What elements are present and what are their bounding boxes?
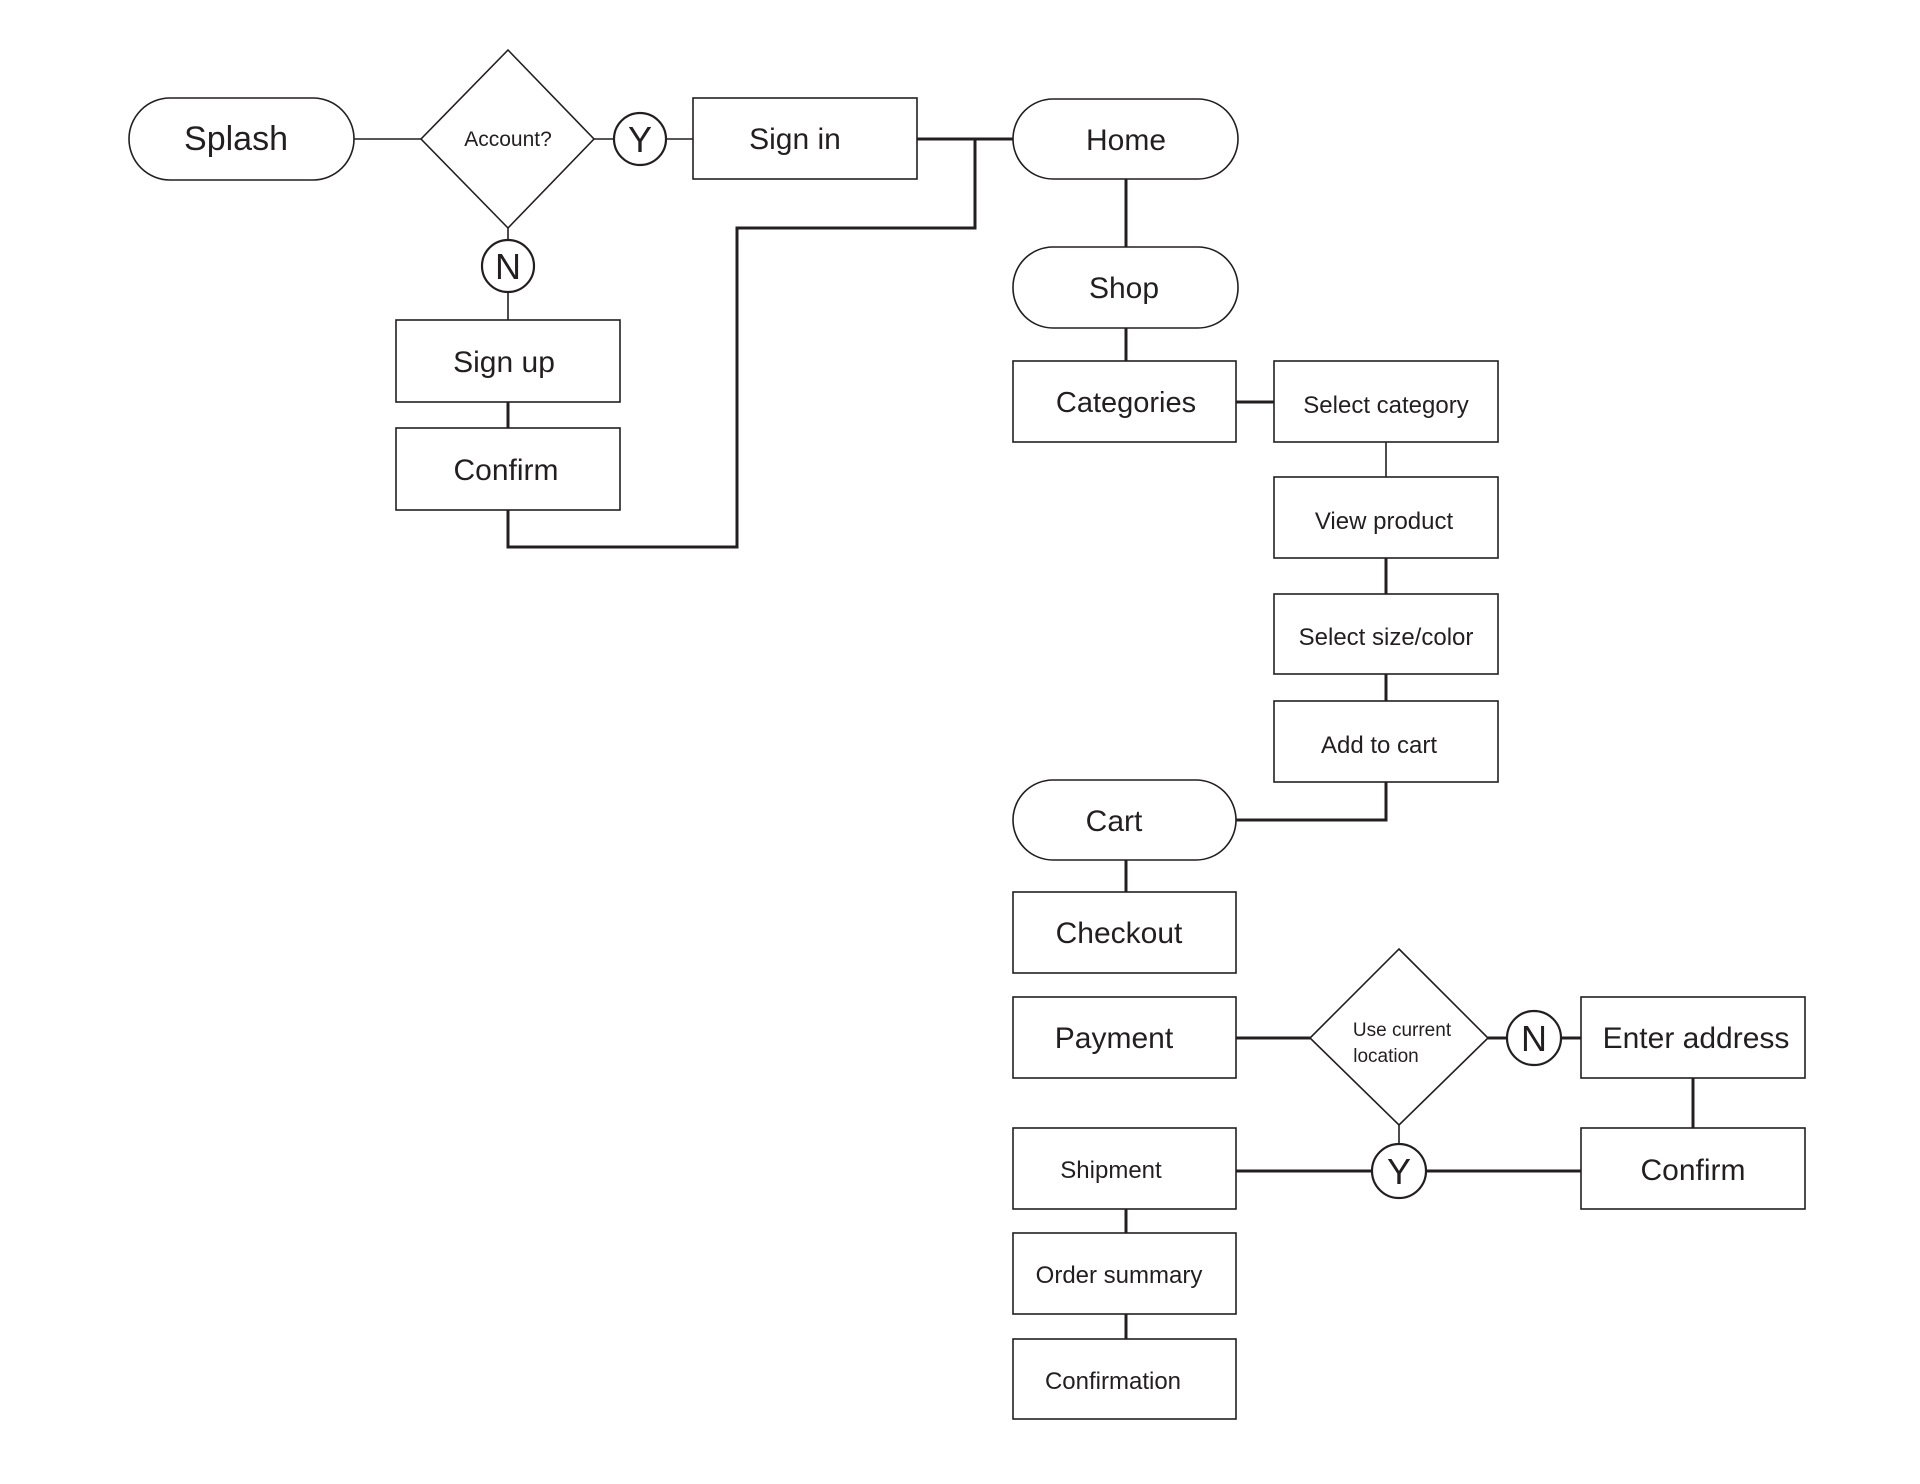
use-location-label-line1: Use current <box>1353 1020 1452 1041</box>
sign-in-label: Sign in <box>749 123 841 156</box>
edge-add-cart <box>1236 782 1388 822</box>
account-yes-marker: Y <box>612 111 668 167</box>
select-size-color-label: Select size/color <box>1299 624 1474 651</box>
shop-node: Shop <box>1012 246 1239 329</box>
categories-node: Categories <box>1012 360 1237 443</box>
add-to-cart-node: Add to cart <box>1273 700 1499 783</box>
sign-in-node: Sign in <box>692 97 918 180</box>
order-summary-node: Order summary <box>1012 1232 1237 1315</box>
shipment-label: Shipment <box>1060 1157 1162 1184</box>
payment-node: Payment <box>1012 996 1237 1079</box>
location-no-label: N <box>1521 1018 1547 1059</box>
home-node: Home <box>1012 98 1239 180</box>
select-size-color-node: Select size/color <box>1273 593 1499 675</box>
enter-address-label: Enter address <box>1603 1022 1790 1055</box>
payment-label: Payment <box>1055 1022 1174 1055</box>
confirmation-label: Confirmation <box>1045 1368 1181 1395</box>
sign-up-node: Sign up <box>395 319 621 403</box>
splash-node: Splash <box>128 97 355 181</box>
view-product-node: View product <box>1273 476 1499 559</box>
use-location-label-line2: location <box>1353 1046 1419 1067</box>
view-product-label: View product <box>1315 508 1454 535</box>
location-yes-marker: Y <box>1370 1142 1428 1200</box>
confirmation-node: Confirmation <box>1012 1338 1237 1420</box>
location-no-marker: N <box>1505 1009 1563 1067</box>
shipment-node: Shipment <box>1012 1127 1237 1210</box>
enter-address-node: Enter address <box>1580 996 1806 1079</box>
checkout-node: Checkout <box>1012 891 1237 974</box>
account-no-marker: N <box>480 238 536 294</box>
select-category-label: Select category <box>1303 392 1468 419</box>
splash-label: Splash <box>184 120 288 158</box>
account-decision-label: Account? <box>464 128 552 151</box>
confirm-address-node: Confirm <box>1580 1127 1806 1210</box>
shop-label: Shop <box>1089 272 1159 305</box>
account-decision: Account? <box>419 48 596 230</box>
select-category-node: Select category <box>1273 360 1499 443</box>
sign-up-label: Sign up <box>453 346 555 379</box>
cart-label: Cart <box>1086 805 1143 838</box>
confirm-address-label: Confirm <box>1640 1154 1745 1187</box>
use-location-decision: Use current location <box>1308 947 1490 1127</box>
checkout-label: Checkout <box>1056 917 1183 950</box>
confirm-signup-label: Confirm <box>453 454 558 487</box>
cart-node: Cart <box>1012 779 1237 861</box>
order-summary-label: Order summary <box>1036 1262 1203 1289</box>
location-yes-label: Y <box>1387 1151 1411 1192</box>
add-to-cart-label: Add to cart <box>1321 732 1437 759</box>
account-yes-label: Y <box>628 119 652 160</box>
connectors <box>354 137 1695 1339</box>
confirm-signup-node: Confirm <box>395 427 621 511</box>
edge-confirm-home <box>506 139 977 549</box>
home-label: Home <box>1086 124 1166 157</box>
categories-label: Categories <box>1056 387 1196 419</box>
account-no-label: N <box>495 246 521 287</box>
